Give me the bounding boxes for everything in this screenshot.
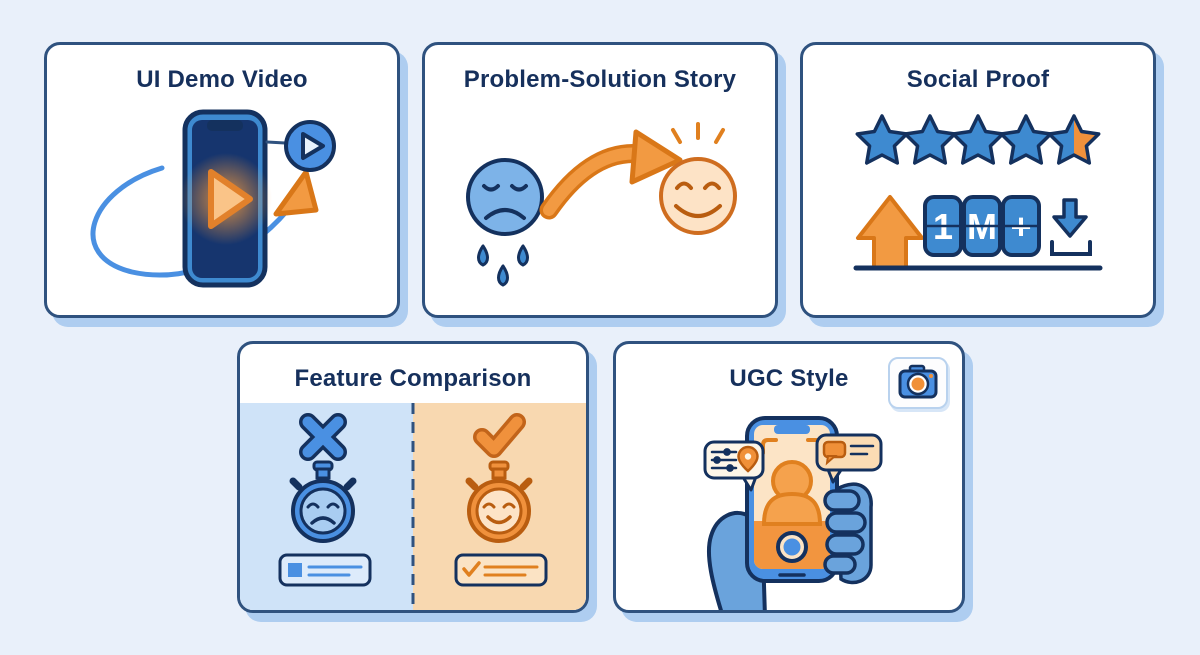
check-icon	[473, 413, 526, 458]
unchecked-list-item	[278, 553, 372, 587]
tear-drops-icon	[477, 244, 529, 287]
star-icon	[855, 114, 909, 165]
camera-badge	[888, 357, 948, 409]
comment-bubble	[815, 433, 883, 484]
happy-face-icon	[659, 122, 737, 235]
arrow-up-icon	[856, 195, 924, 270]
phone-notch	[774, 425, 810, 434]
half-star-icon	[1047, 114, 1101, 165]
star-icon	[999, 114, 1053, 165]
feature-comparison-illustration	[240, 403, 586, 610]
counter-tile: M	[962, 195, 1002, 257]
download-icon	[1050, 198, 1092, 256]
chat-icon	[822, 440, 847, 466]
cross-icon	[299, 413, 347, 461]
filter-location-bubble	[703, 440, 765, 492]
star-icon	[951, 114, 1005, 165]
stopwatch-happy-icon	[465, 460, 533, 543]
avatar-body	[761, 491, 823, 526]
camera-icon	[898, 364, 938, 399]
card-title-problem-solution: Problem-Solution Story	[463, 66, 737, 93]
swoosh-arrowhead-icon	[273, 169, 319, 217]
card-title-feature-comparison: Feature Comparison	[294, 365, 532, 392]
play-icon	[208, 169, 253, 229]
card-ugc-style: UGC Style	[613, 341, 965, 613]
card-title-social-proof: Social Proof	[906, 66, 1050, 93]
social-proof-illustration: 1 M +	[853, 114, 1103, 271]
ugc-illustration	[703, 416, 883, 610]
play-badge-icon	[265, 120, 336, 172]
ugc-phone-icon	[745, 416, 839, 583]
sliders-icon	[710, 448, 738, 472]
counter-tile: 1	[923, 195, 963, 257]
card-ui-demo-video: UI Demo Video	[44, 42, 400, 318]
card-title-ugc-style: UGC Style	[729, 365, 849, 392]
card-problem-solution-story: Problem-Solution Story	[422, 42, 778, 318]
star-icon	[903, 114, 957, 165]
transformation-arrow-icon	[539, 129, 683, 220]
hand-fingers	[823, 482, 873, 585]
problem-solution-illustration	[466, 122, 737, 287]
card-title-ui-demo-video: UI Demo Video	[136, 66, 308, 93]
star-rating	[855, 114, 1101, 165]
counter-tile: +	[1001, 195, 1041, 257]
card-social-proof: Social Proof 1	[800, 42, 1156, 318]
sad-face-icon	[466, 158, 544, 236]
ui-demo-video-illustration	[90, 109, 336, 288]
smartphone-icon	[180, 109, 272, 288]
stopwatch-sad-icon	[289, 460, 357, 543]
sparkle-rays-icon	[671, 122, 725, 144]
checked-list-item	[454, 553, 548, 587]
card-feature-comparison: Feature Comparison	[237, 341, 589, 613]
flip-counter: 1 M +	[923, 195, 1041, 257]
